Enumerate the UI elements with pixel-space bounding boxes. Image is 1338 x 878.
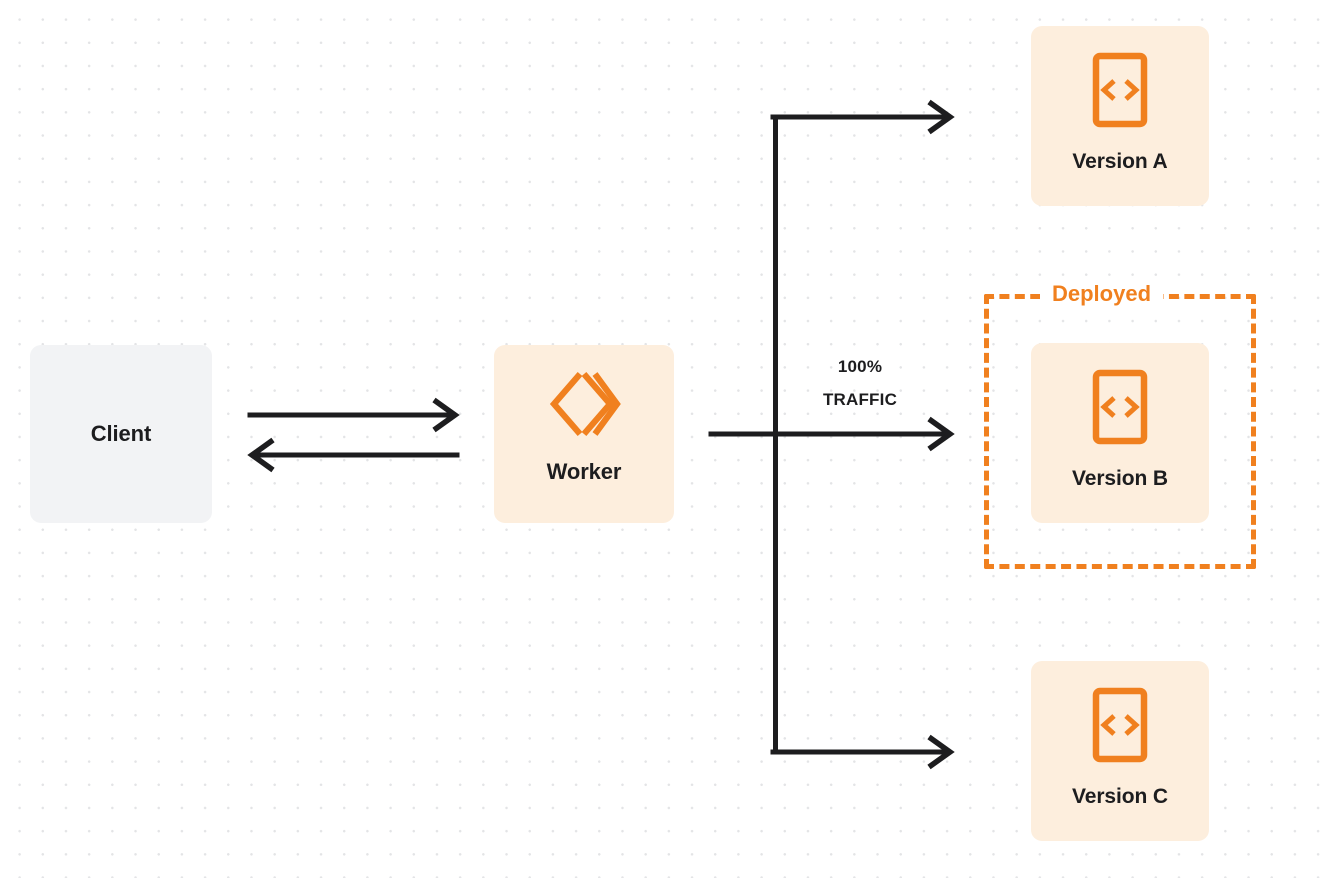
edge-trunk-to-version-c: [770, 734, 955, 770]
version-a-label: Version A: [1072, 150, 1168, 173]
edge-worker-to-client: [247, 437, 460, 473]
cloudflare-workers-icon: [547, 369, 621, 439]
code-file-icon: [1092, 369, 1148, 445]
node-client[interactable]: Client: [30, 345, 212, 523]
traffic-percent: 100%: [837, 357, 883, 376]
version-b-label: Version B: [1072, 467, 1168, 490]
worker-label: Worker: [546, 459, 622, 484]
edge-trunk-to-version-a: [770, 99, 955, 135]
version-c-label: Version C: [1072, 785, 1168, 808]
node-version-b[interactable]: Version B: [1031, 343, 1209, 523]
traffic-word: TRAFFIC: [822, 390, 898, 409]
traffic-label: 100% TRAFFIC: [786, 350, 934, 416]
deployed-label: Deployed: [1040, 279, 1164, 309]
node-version-c[interactable]: Version C: [1031, 661, 1209, 841]
code-file-icon: [1092, 687, 1148, 763]
edge-worker-to-version-b: [708, 416, 955, 452]
node-worker[interactable]: Worker: [494, 345, 674, 523]
edge-client-to-worker: [247, 397, 460, 433]
client-label: Client: [90, 421, 152, 446]
code-file-icon: [1092, 52, 1148, 128]
node-version-a[interactable]: Version A: [1031, 26, 1209, 206]
